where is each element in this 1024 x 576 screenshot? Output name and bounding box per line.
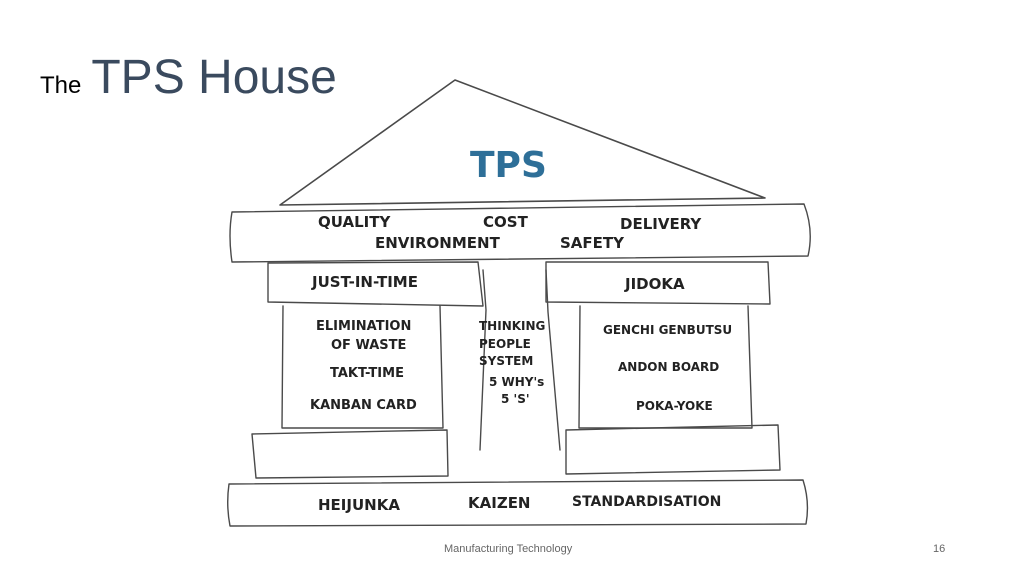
goal-safety: SAFETY — [560, 234, 625, 252]
left-pillar-body — [281, 305, 444, 429]
right-pillar-header-box — [545, 261, 771, 305]
goal-environment: ENVIRONMENT — [375, 234, 501, 252]
left-item-2: OF WASTE — [331, 338, 406, 353]
center-item-3: SYSTEM — [479, 354, 533, 368]
left-base-block — [251, 429, 449, 479]
goal-quality: QUALITY — [318, 213, 391, 231]
right-item-2: ANDON BOARD — [618, 360, 719, 374]
left-item-1: ELIMINATION — [316, 319, 411, 334]
left-pillar-header: JUST-IN-TIME — [311, 273, 418, 291]
foundation-kaizen: KAIZEN — [468, 494, 531, 512]
center-item-5: 5 'S' — [501, 392, 530, 406]
right-base-block — [565, 424, 781, 475]
slide-title: The TPS House — [40, 50, 337, 105]
title-main: TPS House — [91, 51, 337, 104]
left-item-4: KANBAN CARD — [310, 398, 417, 413]
left-item-3: TAKT-TIME — [330, 366, 404, 381]
goal-delivery: DELIVERY — [620, 215, 702, 233]
footer-text: Manufacturing Technology — [444, 543, 573, 555]
roof-label: TPS — [470, 145, 547, 186]
center-item-1: THINKING — [479, 319, 545, 333]
right-item-1: GENCHI GENBUTSU — [603, 323, 732, 337]
right-item-3: POKA-YOKE — [636, 399, 713, 413]
left-pillar-header-box — [267, 261, 484, 307]
center-item-2: PEOPLE — [479, 337, 531, 351]
goal-cost: COST — [483, 213, 529, 231]
foundation-band — [227, 479, 809, 527]
title-prefix: The — [40, 72, 82, 99]
page-number: 16 — [933, 543, 946, 555]
foundation-heijunka: HEIJUNKA — [318, 496, 400, 514]
right-pillar-header: JIDOKA — [624, 275, 685, 293]
foundation-standardisation: STANDARDISATION — [572, 494, 721, 510]
goals-band — [229, 203, 811, 263]
roof — [279, 79, 766, 206]
center-item-4: 5 WHY's — [489, 375, 544, 389]
